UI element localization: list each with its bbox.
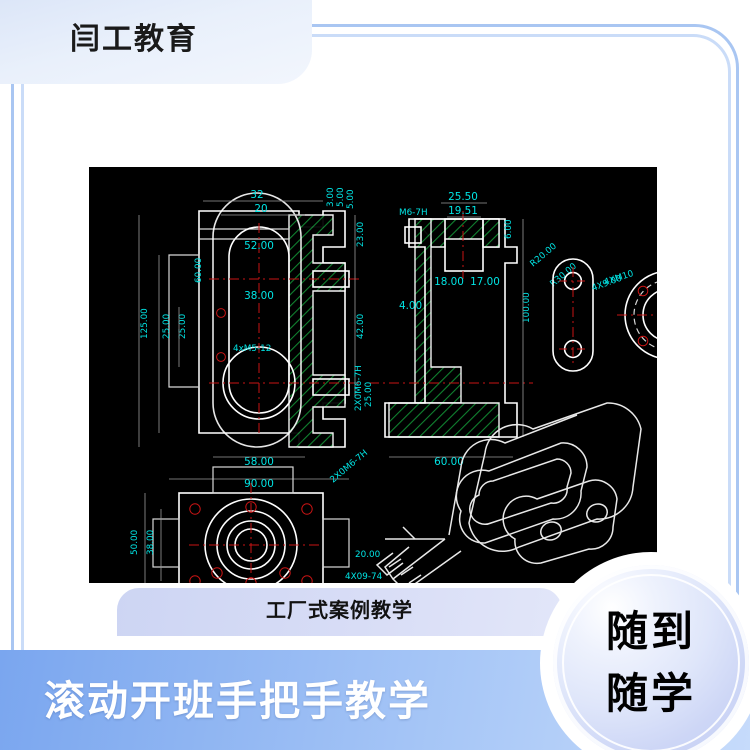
svg-text:125.00: 125.00	[140, 308, 150, 339]
svg-text:25.50: 25.50	[448, 191, 478, 203]
cad-side-section-view: 25.50 19.51 M6-7H 18.00 17.00 4.00 6.00 …	[354, 191, 579, 468]
svg-text:25.00: 25.00	[178, 313, 188, 339]
cad-drawing-panel: 32 20 3.00 5.00 5.00 52.00 38.00 60.00 2…	[89, 167, 657, 583]
svg-text:90.00: 90.00	[244, 478, 274, 490]
svg-text:25.00: 25.00	[162, 313, 172, 339]
svg-text:25.00: 25.00	[364, 381, 374, 407]
svg-text:23.00: 23.00	[356, 221, 366, 247]
svg-text:38.00: 38.00	[244, 290, 274, 302]
enrollment-badge: 随到 随学	[553, 565, 749, 750]
svg-text:32: 32	[250, 189, 263, 201]
svg-text:4.00: 4.00	[399, 300, 422, 312]
header-brand-tab: 闫工教育	[0, 0, 312, 84]
svg-text:100.00: 100.00	[522, 292, 532, 323]
svg-text:5.00: 5.00	[336, 187, 346, 207]
page-title: 闫工教育	[70, 23, 198, 56]
svg-text:4xM5-12: 4xM5-12	[233, 344, 271, 354]
svg-text:52.00: 52.00	[244, 240, 274, 252]
svg-text:20: 20	[254, 203, 267, 215]
svg-text:2X0M6-7H: 2X0M6-7H	[329, 448, 371, 485]
badge-line-1: 随到	[605, 608, 696, 655]
svg-text:17.00: 17.00	[470, 276, 500, 288]
svg-text:38.00: 38.00	[146, 529, 156, 555]
svg-text:58.00: 58.00	[244, 456, 274, 468]
svg-text:60.00: 60.00	[434, 456, 464, 468]
cad-flange-end-view: 4X9.00 4X45°	[591, 271, 657, 359]
svg-text:4X09-74: 4X09-74	[345, 572, 383, 582]
svg-text:3.00: 3.00	[326, 187, 336, 207]
cad-isometric-3d-view	[375, 402, 642, 583]
svg-text:2X0M6-7H: 2X0M6-7H	[354, 365, 364, 411]
svg-text:5.00: 5.00	[346, 189, 356, 209]
svg-text:60.00: 60.00	[194, 257, 204, 283]
cad-front-section-view: 32 20 3.00 5.00 5.00 52.00 38.00 60.00 2…	[138, 187, 366, 490]
badge-line-2: 随学	[605, 670, 696, 717]
cad-bottom-flange-view: 50.00 38.00 60.00 74.00 20.00 4X09-74 2X…	[130, 448, 383, 583]
cad-drawing-svg: 32 20 3.00 5.00 5.00 52.00 38.00 60.00 2…	[130, 187, 657, 583]
svg-text:6.00: 6.00	[504, 219, 514, 239]
svg-text:50.00: 50.00	[130, 529, 140, 555]
svg-text:R20.00: R20.00	[529, 241, 560, 269]
svg-text:20.00: 20.00	[355, 550, 381, 560]
caption-text: 工厂式案例教学	[266, 600, 413, 622]
svg-text:M6-7H: M6-7H	[399, 208, 428, 218]
svg-text:18.00: 18.00	[434, 276, 464, 288]
cad-oval-plate-view: R20.00 4XM10	[529, 241, 635, 372]
bottom-banner-text: 滚动开班手把手教学	[44, 678, 431, 724]
svg-text:19.51: 19.51	[448, 205, 478, 217]
caption-banner: 工厂式案例教学	[117, 588, 562, 636]
svg-text:42.00: 42.00	[356, 313, 366, 339]
